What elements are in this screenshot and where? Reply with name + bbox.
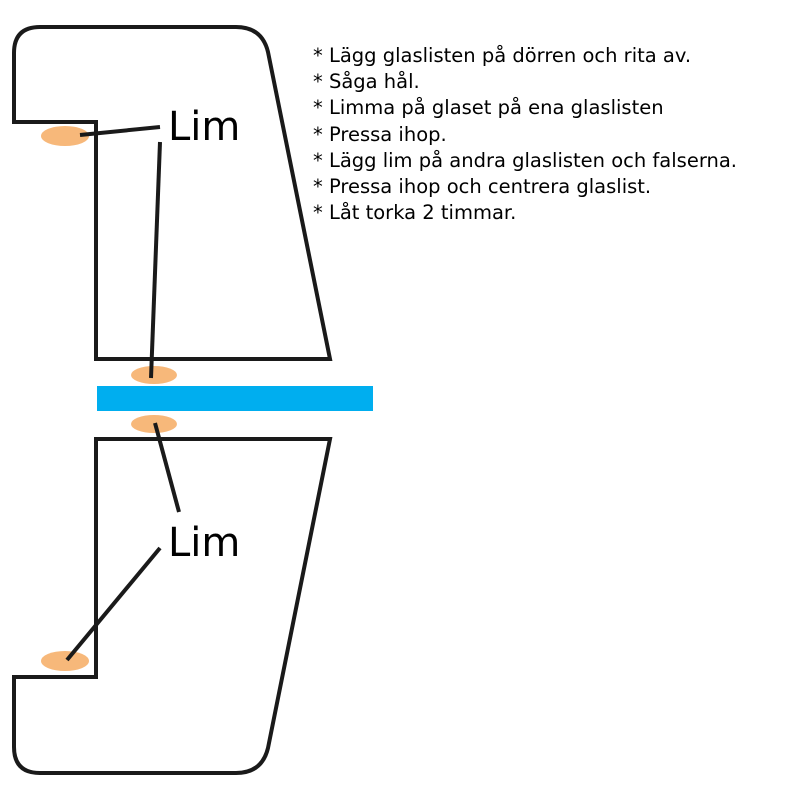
glue-dot-upper-rebate [41,126,89,146]
instruction-text: Pressa ihop. [328,122,447,146]
leader-line-top-to-above-glass [149,141,162,379]
glue-dot-lower-rebate [41,651,89,671]
leader-line-top-to-upper-rebate [79,125,161,137]
glue-label-bottom: Lim [168,520,240,566]
instruction-bullet: * [313,175,323,199]
glass-pane [97,386,373,411]
instruction-text: Pressa ihop och centrera glaslist. [328,175,652,199]
instruction-step: * Pressa ihop. [313,122,737,148]
instruction-text: Lägg lim på andra glaslisten och falsern… [328,148,738,172]
instruction-step: * Lägg lim på andra glaslisten och false… [313,148,737,174]
leader-line-bottom-to-below-glass [153,422,181,513]
instruction-bullet: * [313,96,323,120]
instruction-bullet: * [313,122,323,146]
instruction-text: Lägg glaslisten på dörren och rita av. [328,44,692,67]
instruction-text: Låt torka 2 timmar. [328,201,517,225]
instruction-bullet: * [313,201,323,225]
instruction-text: Såga hål. [328,70,420,94]
instruction-step: * Lägg glaslisten på dörren och rita av. [313,43,737,69]
instruction-step: * Limma på glaset på ena glaslisten [313,95,737,121]
glue-label-top: Lim [168,104,240,150]
instruction-bullet: * [313,70,323,94]
upper-door-profile [12,25,333,361]
lower-door-profile [12,437,333,775]
instruction-step: * Låt torka 2 timmar. [313,200,737,226]
instruction-step: * Pressa ihop och centrera glaslist. [313,174,737,200]
instruction-step: * Såga hål. [313,69,737,95]
glue-dot-above-glass [131,366,177,384]
instruction-list: * Lägg glaslisten på dörren och rita av.… [313,43,737,226]
instruction-bullet: * [313,44,323,67]
leader-line-bottom-to-lower-rebate [65,546,162,662]
instruction-text: Limma på glaset på ena glaslisten [328,96,664,120]
instruction-bullet: * [313,148,323,172]
